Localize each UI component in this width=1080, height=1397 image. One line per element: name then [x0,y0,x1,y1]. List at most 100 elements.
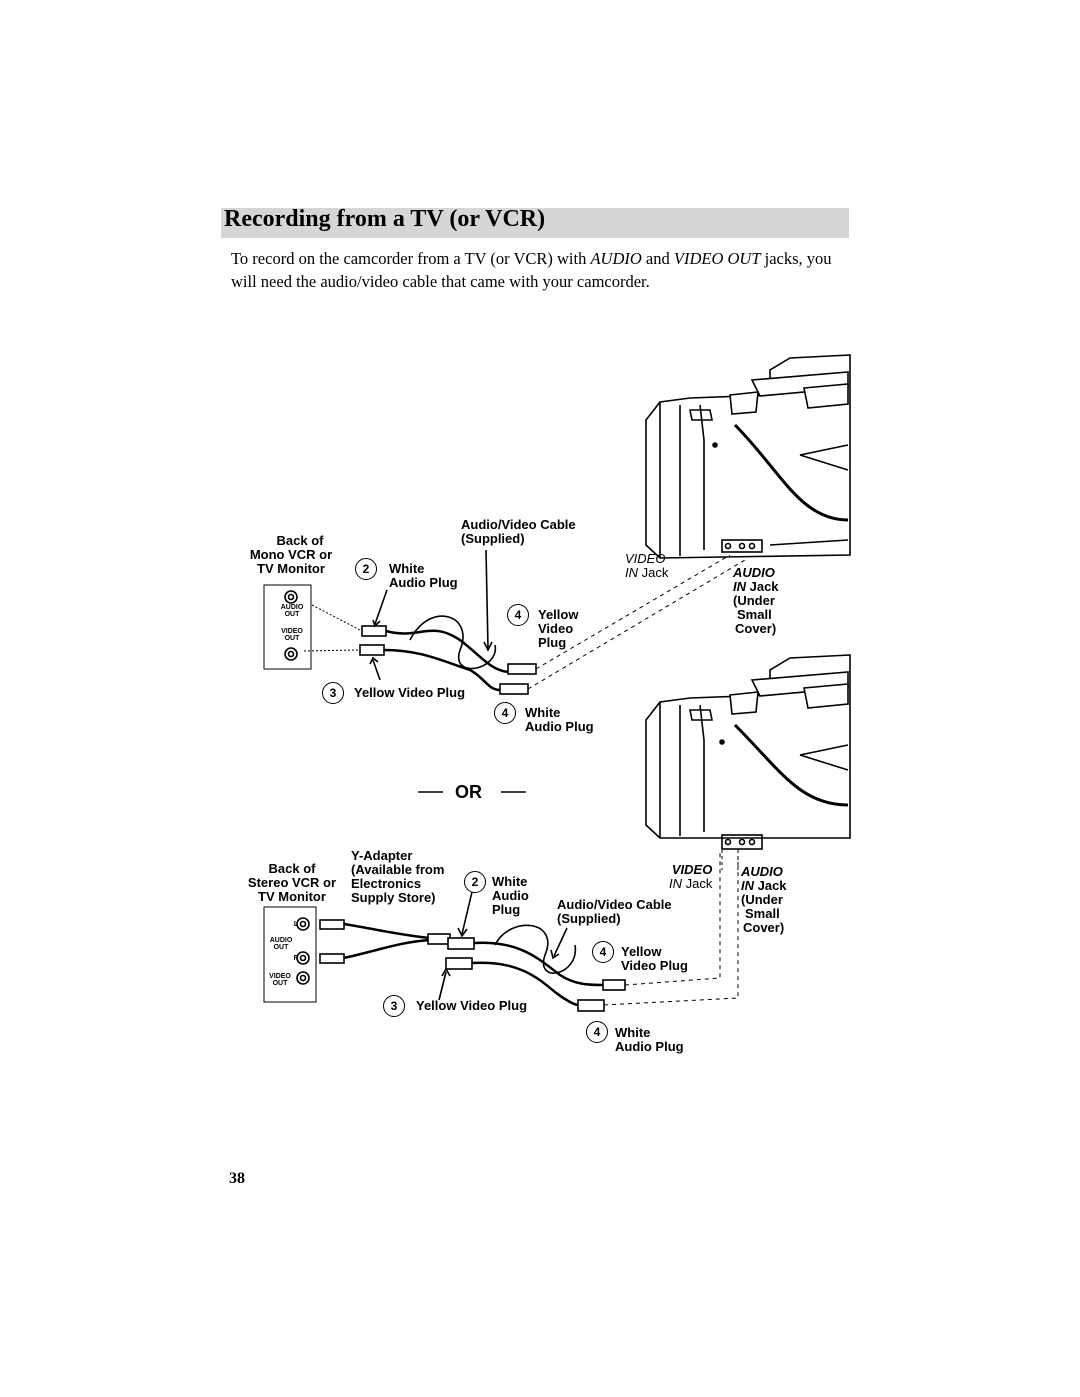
label-line: (Available from [351,862,445,877]
step-4-white-badge-2: 4 [586,1021,608,1043]
label-line: Audio [492,888,529,903]
mono-vcr-label: Mono VCR or [249,547,333,562]
in-word: IN [669,876,682,891]
label-line: Cover) [743,920,785,935]
camcorder-illustration-bottom [645,654,851,850]
step-2-badge: 2 [355,558,377,580]
page-title: Recording from a TV (or VCR) [224,206,546,232]
label-line: (Under [741,892,783,907]
out-text: OUT [272,980,288,987]
audio-word: AUDIO [741,864,783,879]
video-word: VIDEO [671,862,713,877]
label-line: Yellow [538,607,579,622]
label-line: White [615,1025,651,1040]
panel-r-label: R [293,955,299,962]
label-line: Stereo VCR or [247,875,337,890]
label-line: Audio Plug [525,719,594,734]
yellow-video-plug-label-4: Yellow Video Plug [416,998,528,1013]
step-4-badge: 4 [507,604,529,626]
step-4-white-badge: 4 [494,702,516,724]
label-line: Back of [268,861,316,876]
label-line: TV Monitor [258,889,326,904]
intro-text-3: jacks, you will need the audio/video cab… [231,249,832,291]
or-divider-label: OR [455,782,482,802]
step-4-badge-2: 4 [592,941,614,963]
label-line: Audio Plug [389,575,458,590]
step-2-badge-2: 2 [464,871,486,893]
intro-text-2: and [641,249,674,268]
video-in-jack-label-2: VIDEO IN Jack [669,863,712,891]
audio-in-jack-label: AUDIO IN Jack (Under Small Cover) [733,566,779,636]
av-cable-label-2: Audio/Video Cable (Supplied) [557,898,672,926]
camcorder-illustration-top [645,354,851,559]
label-line: Small [737,607,772,622]
cable-line: Audio/Video Cable [461,517,576,532]
label-line: White [389,561,425,576]
intro-text-1: To record on the camcorder from a TV (or… [231,249,591,268]
stereo-vcr-back-label: Back of Stereo VCR or TV Monitor [244,862,340,904]
audio-in-jack-label-2: AUDIO IN Jack (Under Small Cover) [741,865,787,935]
label-line: Audio Plug [615,1039,684,1054]
label-line: Small [745,906,780,921]
audio-word: AUDIO [733,565,775,580]
yellow-video-plug-label-3: Yellow Video Plug [621,945,688,973]
label-line: Cover) [735,621,777,636]
tv-monitor-label: TV Monitor [257,561,325,576]
jack-word: Jack [638,565,669,580]
label-line: Yellow [621,944,662,959]
y-adapter-label: Y-Adapter (Available from Electronics Su… [351,849,444,905]
in-word: IN [625,565,638,580]
jack-word: Jack [682,876,713,891]
page-number: 38 [229,1170,245,1187]
yellow-video-plug-label-2: Yellow Video Plug [354,685,466,700]
video-in-jack-label: VIDEO IN Jack [625,552,668,580]
label-line: Plug [492,902,521,917]
video-text: VIDEO [281,628,303,635]
white-audio-plug-label-3: White Audio Plug [492,875,529,917]
label-line: Plug [538,635,567,650]
back-label-line: Back of [276,533,324,548]
in-word: IN [733,579,746,594]
in-word: IN [741,878,754,893]
out-text: OUT [284,635,300,642]
intro-audio-term: AUDIO [590,249,642,268]
mono-vcr-panel-box [263,584,312,670]
av-cable-label: Audio/Video Cable(Supplied) [461,518,576,546]
step-3-badge: 3 [322,682,344,704]
label-line: Video [538,621,574,636]
intro-video-out-term: VIDEO OUT [673,249,761,268]
step-3-badge-2: 3 [383,995,405,1017]
cable-line: (Supplied) [461,531,525,546]
audio-text: AUDIO [280,604,304,611]
audio-text: AUDIO [269,937,293,944]
white-audio-plug-label-4: White Audio Plug [615,1026,684,1054]
mono-vcr-back-label: Back of [265,534,335,548]
label-line: White [525,705,561,720]
jack-word: Jack [746,579,779,594]
video-text: VIDEO [269,973,291,980]
label-line: Supply Store) [351,890,436,905]
panel-l-label: L [293,921,299,928]
label-line: Y-Adapter [351,848,413,863]
out-text: OUT [273,944,289,951]
label-line: Electronics [351,876,422,891]
out-text: OUT [284,611,300,618]
intro-paragraph: To record on the camcorder from a TV (or… [231,247,851,293]
title-bar [221,208,849,238]
video-word: VIDEO [625,551,666,566]
label-line: (Under [733,593,775,608]
cable-line: (Supplied) [557,911,621,926]
label-line: White [492,874,528,889]
stereo-vcr-panel-box [263,906,317,1003]
label-line: Video Plug [621,958,688,973]
cable-line: Audio/Video Cable [557,897,672,912]
jack-word: Jack [754,878,787,893]
